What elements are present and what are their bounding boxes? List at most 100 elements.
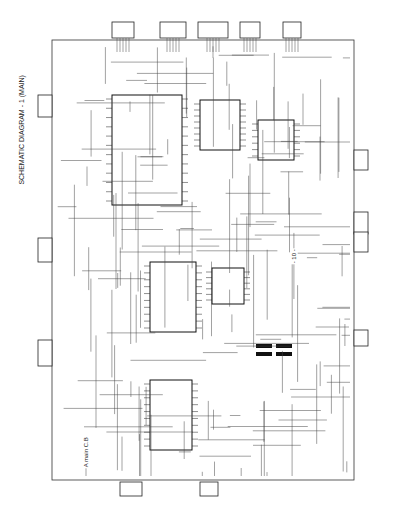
- lead: [129, 38, 130, 52]
- wire: [327, 382, 350, 383]
- wire: [149, 95, 150, 155]
- wire: [152, 95, 153, 180]
- lead: [207, 38, 208, 52]
- wire: [211, 262, 212, 337]
- page-label: A main C.B: [83, 436, 90, 468]
- wire: [224, 343, 309, 344]
- wire: [107, 332, 156, 333]
- lead: [167, 38, 168, 52]
- wire: [117, 384, 118, 470]
- wire: [140, 399, 141, 476]
- wire: [114, 345, 115, 414]
- wire: [91, 110, 92, 156]
- ic-pin: [196, 307, 202, 308]
- lead: [253, 38, 254, 52]
- wire: [344, 319, 350, 320]
- wire: [267, 250, 268, 320]
- wire: [253, 430, 326, 431]
- wire: [228, 426, 308, 427]
- ic-pin: [182, 154, 188, 155]
- ic-pin: [182, 117, 188, 118]
- wire: [87, 167, 88, 186]
- lead: [219, 38, 220, 52]
- lead: [176, 38, 177, 52]
- lead: [292, 38, 293, 52]
- wire: [248, 176, 249, 276]
- dark-bars: [256, 344, 292, 356]
- wire: [267, 472, 268, 476]
- wire: [144, 83, 206, 84]
- lead: [244, 38, 245, 52]
- wire: [344, 324, 345, 346]
- ic-pin: [252, 130, 258, 131]
- lead: [179, 38, 180, 52]
- ic-pin: [144, 384, 150, 385]
- wire: [122, 437, 123, 471]
- connector: [38, 340, 52, 366]
- ic-pin: [182, 99, 188, 100]
- ic-pin: [196, 321, 202, 322]
- ic-chip: [212, 268, 244, 304]
- wire: [338, 98, 339, 172]
- wire: [85, 100, 105, 101]
- wire: [255, 235, 320, 236]
- ic-pin: [144, 439, 150, 440]
- wire: [211, 427, 231, 428]
- ic-pin: [194, 110, 200, 111]
- wire: [179, 229, 180, 255]
- wire: [61, 160, 102, 161]
- wire: [58, 206, 77, 207]
- ic-pin: [294, 156, 300, 157]
- wire: [138, 156, 163, 157]
- wire: [342, 246, 343, 276]
- wire: [203, 352, 238, 353]
- ic-pin: [206, 288, 212, 289]
- ic-pin: [196, 279, 202, 280]
- wire: [297, 285, 298, 382]
- wire: [231, 224, 274, 225]
- ic-pin: [144, 279, 150, 280]
- lead: [250, 38, 251, 52]
- ic-pin: [196, 293, 202, 294]
- ic-pins: [106, 99, 300, 446]
- wire: [106, 432, 192, 433]
- ic-pin: [240, 116, 246, 117]
- ic-pin: [294, 130, 300, 131]
- ic-pin: [106, 191, 112, 192]
- ic-pin: [244, 300, 250, 301]
- wire: [291, 397, 350, 398]
- wire: [307, 257, 317, 258]
- ic-pin: [206, 283, 212, 284]
- wire: [126, 80, 147, 81]
- page-label: - 10 -: [291, 248, 298, 264]
- ic-pin: [106, 136, 112, 137]
- wire: [180, 228, 194, 229]
- lead: [213, 38, 214, 52]
- lead: [216, 38, 217, 52]
- ic-pin: [106, 117, 112, 118]
- ic-pin: [144, 266, 150, 267]
- wire: [113, 195, 114, 237]
- bar: [256, 352, 272, 356]
- ic-pin: [252, 136, 258, 137]
- ic-chip: [112, 95, 182, 205]
- wire: [214, 462, 215, 476]
- ic-pin: [182, 173, 188, 174]
- ic-pin: [194, 140, 200, 141]
- wire: [219, 55, 254, 56]
- ic-pin: [106, 201, 112, 202]
- wire: [105, 47, 106, 84]
- ic-pin: [206, 277, 212, 278]
- wire: [284, 226, 350, 227]
- wire: [86, 468, 87, 476]
- wire: [256, 221, 277, 222]
- wire: [138, 203, 139, 291]
- ic-pin: [144, 328, 150, 329]
- wire: [179, 451, 191, 452]
- ic-pin: [144, 314, 150, 315]
- wire: [246, 216, 247, 288]
- ic-pin: [106, 108, 112, 109]
- ic-pin: [194, 122, 200, 123]
- wire: [248, 157, 265, 158]
- wire: [240, 213, 322, 214]
